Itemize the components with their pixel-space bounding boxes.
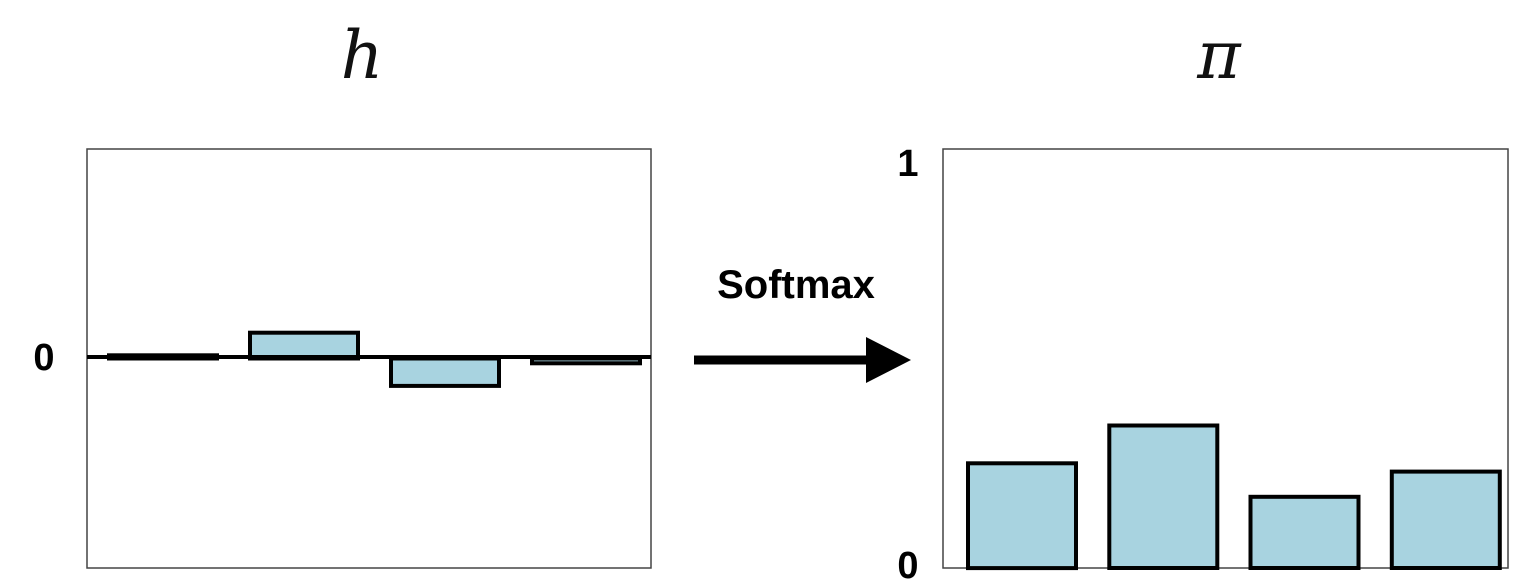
pi-panel-title: π bbox=[1196, 17, 1242, 94]
pi-bar-4 bbox=[1389, 469, 1502, 571]
pi-bar-1 bbox=[966, 461, 1078, 571]
h-bar-4 bbox=[530, 356, 642, 366]
h-bars bbox=[107, 330, 642, 388]
h-bar-3 bbox=[389, 356, 501, 388]
pi-ytick-0: 0 bbox=[897, 545, 918, 587]
softmax-arrow: Softmax bbox=[694, 263, 911, 383]
pi-plot-frame bbox=[942, 148, 1509, 569]
pi-bar-3 bbox=[1248, 494, 1361, 570]
pi-panel: π 1 0 bbox=[897, 17, 1509, 587]
arrow-head-icon bbox=[866, 337, 911, 383]
h-panel: h 0 bbox=[33, 17, 652, 569]
pi-bars bbox=[966, 423, 1502, 571]
softmax-label: Softmax bbox=[717, 263, 875, 307]
pi-bar-2 bbox=[1107, 423, 1220, 570]
h-ytick-0: 0 bbox=[33, 337, 54, 379]
h-bar-2 bbox=[248, 330, 360, 361]
pi-ytick-1: 1 bbox=[897, 143, 918, 185]
h-panel-title: h bbox=[341, 17, 384, 94]
